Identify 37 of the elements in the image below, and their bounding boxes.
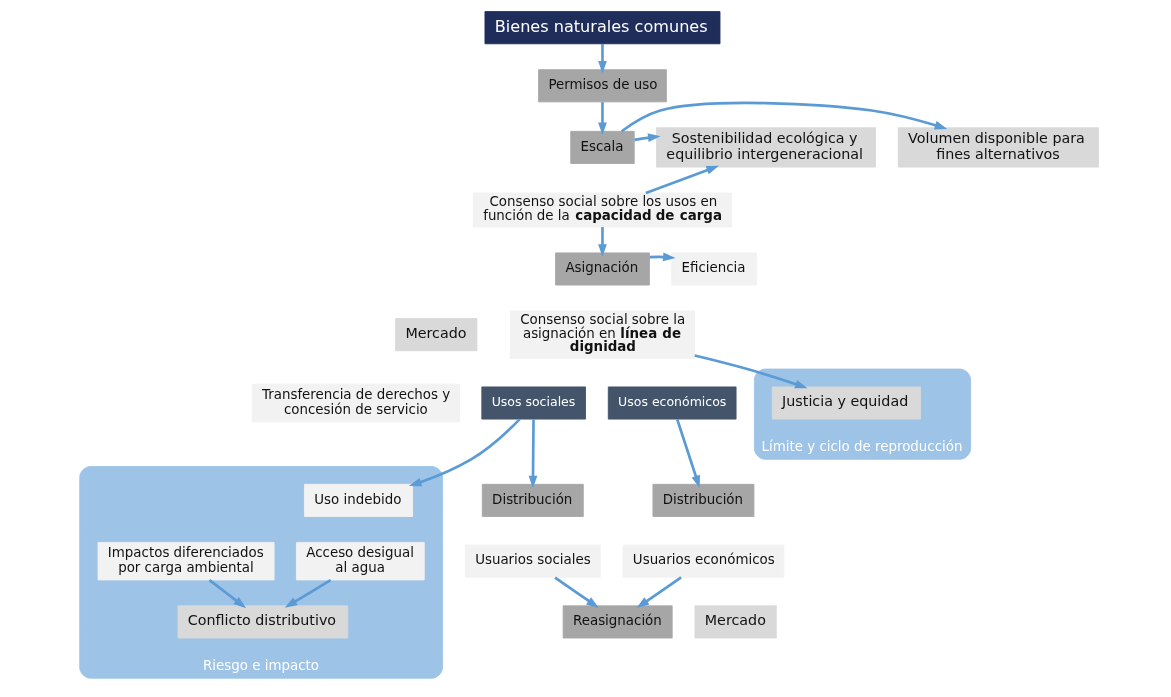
node-box: Consenso social sobre los usos en función de la capacidad de carga — [472, 192, 733, 228]
node-box: Sostenibilidad ecológica y equilibrio intergeneracional — [656, 127, 876, 168]
arrow — [620, 101, 948, 133]
node-box: Mercado — [694, 605, 777, 639]
node-box: Distribución — [481, 483, 584, 517]
node-box: Conflicto distributivo — [177, 605, 349, 639]
arrow — [598, 102, 607, 136]
arrow — [636, 576, 682, 609]
node-box: Distribución — [652, 483, 755, 517]
node-box: Bienes naturales comunes — [484, 11, 721, 45]
arrow — [528, 419, 538, 489]
arrow — [598, 227, 607, 257]
node-box: Consenso social sobre la asignación en línea de dignidad — [510, 310, 695, 359]
node-box: Acceso desigual al agua — [295, 541, 425, 581]
arrow — [634, 133, 661, 143]
node-box: Impactos diferenciados por carga ambiental — [97, 541, 275, 581]
arrow — [675, 418, 700, 489]
arrow — [284, 578, 332, 608]
node-box: Usos sociales — [481, 386, 586, 420]
node-box: Mercado — [395, 318, 478, 352]
arrow — [645, 165, 719, 195]
node-box: Permisos de uso — [538, 69, 667, 103]
node-box: Asignación — [555, 252, 650, 286]
node-box: Usuarios económicos — [622, 544, 785, 578]
node-box: Volumen disponible para fines alternativos — [897, 127, 1099, 168]
node-box: Usos económicos — [607, 386, 737, 420]
arrow — [598, 44, 607, 74]
arrow — [554, 576, 599, 608]
node-box: Reasignación — [562, 605, 673, 639]
node-box: Eficiencia — [671, 252, 758, 286]
arrow — [694, 354, 808, 389]
node-box: Uso indebido — [304, 483, 414, 517]
arrow — [408, 418, 521, 487]
node-box: Usuarios sociales — [464, 544, 601, 578]
node-box: Escala — [570, 130, 635, 164]
arrow — [208, 579, 247, 609]
node-box: Justicia y equidad — [771, 386, 922, 420]
